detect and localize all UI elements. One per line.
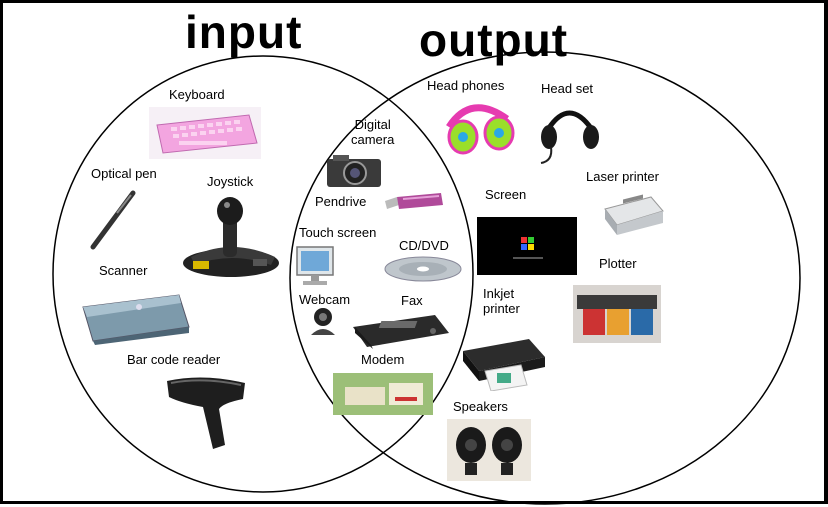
fax-label: Fax [401, 293, 423, 308]
webcam-label: Webcam [299, 292, 351, 307]
touch-screen-icon [296, 246, 334, 285]
screen-icon [477, 217, 577, 275]
speakers-label: Speakers [453, 399, 508, 414]
digital-camera-icon [327, 155, 381, 187]
input-title: input [185, 6, 303, 58]
cd-dvd-icon [384, 256, 462, 282]
bar-code-reader-label: Bar code reader [127, 352, 221, 367]
digital-camera-label-line1: Digital [354, 117, 391, 132]
head-set-icon [540, 110, 599, 164]
optical-pen-icon [90, 190, 136, 250]
inkjet-printer-label-line1: Inkjet [483, 286, 515, 301]
keyboard-label: Keyboard [169, 87, 225, 102]
plotter-label: Plotter [599, 256, 637, 271]
fax-icon [353, 315, 449, 349]
digital-camera-label-line2: camera [351, 131, 395, 147]
pendrive-label: Pendrive [315, 194, 367, 209]
screen-label: Screen [485, 187, 527, 202]
plotter-icon [573, 285, 661, 343]
pendrive-icon [385, 193, 443, 209]
scanner-icon [82, 294, 190, 345]
joystick-label: Joystick [207, 174, 254, 189]
laser-printer-icon [604, 194, 664, 235]
touch-screen-label: Touch screen [299, 225, 377, 240]
speakers-icon [447, 419, 531, 481]
cd-dvd-label: CD/DVD [399, 238, 449, 253]
bar-code-reader-icon [167, 377, 245, 449]
keyboard-icon [149, 107, 261, 159]
modem-label: Modem [361, 352, 405, 367]
inkjet-printer-label-line2: printer [483, 300, 520, 316]
output-title: output [419, 14, 569, 66]
inkjet-printer-icon [463, 339, 545, 391]
head-phones-label: Head phones [427, 78, 505, 93]
head-set-label: Head set [541, 81, 594, 96]
head-phones-icon [446, 104, 515, 155]
joystick-icon [183, 197, 279, 277]
input-circle [52, 55, 474, 493]
scanner-label: Scanner [99, 263, 148, 278]
optical-pen-label: Optical pen [91, 166, 157, 181]
inkjet-printer-label: Inkjet printer [483, 286, 520, 317]
digital-camera-label: Digital camera [351, 117, 395, 148]
webcam-icon [311, 308, 335, 335]
modem-icon [333, 373, 433, 415]
laser-printer-label: Laser printer [586, 169, 659, 184]
